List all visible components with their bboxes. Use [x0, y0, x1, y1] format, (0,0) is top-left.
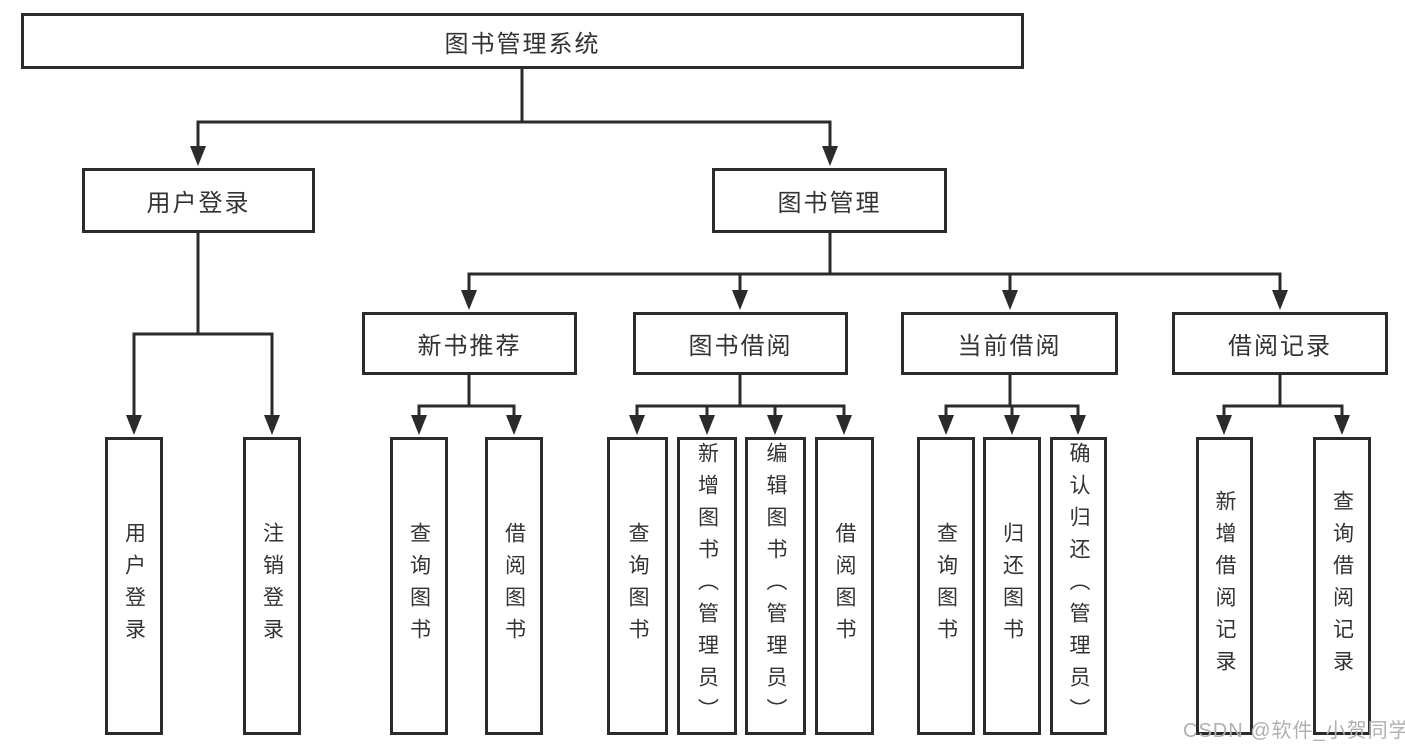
leaf-confirm-return-admin: 确认归还（管理员）: [1050, 437, 1107, 735]
leaf-query-book: 查询图书: [607, 437, 668, 735]
node-new-book-recommend: 新书推荐: [362, 312, 577, 375]
node-label: 新增借阅记录: [1213, 490, 1236, 682]
csdn-watermark: CSDN @软件_小贺同学: [1183, 720, 1405, 742]
arrowheads: [126, 146, 1350, 435]
node-label: 查询借阅记录: [1330, 490, 1354, 682]
node-book-management: 图书管理: [712, 168, 947, 233]
node-label: 查询图书: [407, 522, 431, 650]
leaf-query-book: 查询图书: [390, 437, 448, 735]
leaf-add-book-admin: 新增图书（管理员）: [677, 437, 737, 735]
node-book-borrow: 图书借阅: [633, 312, 848, 375]
leaf-add-borrow-record: 新增借阅记录: [1196, 437, 1253, 735]
node-borrow-records: 借阅记录: [1172, 312, 1388, 375]
leaf-user-login: 用户登录: [105, 437, 163, 735]
leaf-edit-book-admin: 编辑图书（管理员）: [745, 437, 806, 735]
node-current-borrow: 当前借阅: [901, 312, 1118, 375]
node-label: 当前借阅: [957, 333, 1062, 360]
node-user-login: 用户登录: [82, 168, 315, 233]
node-label: 新增图书（管理员）: [695, 442, 719, 730]
leaf-return-book: 归还图书: [983, 437, 1041, 735]
node-label: 查询图书: [934, 522, 958, 650]
node-label: 图书借阅: [688, 333, 793, 360]
node-label: 借阅记录: [1228, 333, 1332, 360]
node-label: 查询图书: [626, 522, 649, 650]
node-label: 确认归还（管理员）: [1067, 442, 1090, 730]
node-label: 编辑图书（管理员）: [764, 442, 787, 730]
node-label: 图书管理系统: [444, 30, 601, 58]
node-label: 用户登录: [146, 190, 251, 217]
leaf-borrow-book: 借阅图书: [485, 437, 543, 735]
node-label: 用户登录: [122, 522, 146, 650]
node-label: 归还图书: [1000, 522, 1024, 650]
node-label: 借阅图书: [502, 522, 526, 650]
leaf-borrow-book: 借阅图书: [815, 437, 874, 735]
leaf-query-book: 查询图书: [917, 437, 975, 735]
node-label: 新书推荐: [417, 333, 522, 360]
leaf-logout: 注销登录: [243, 437, 301, 735]
node-label: 注销登录: [260, 522, 284, 650]
leaf-query-borrow-record: 查询借阅记录: [1313, 437, 1371, 735]
node-label: 借阅图书: [833, 522, 856, 650]
node-library-management-system: 图书管理系统: [21, 13, 1024, 69]
node-label: 图书管理: [777, 190, 882, 217]
